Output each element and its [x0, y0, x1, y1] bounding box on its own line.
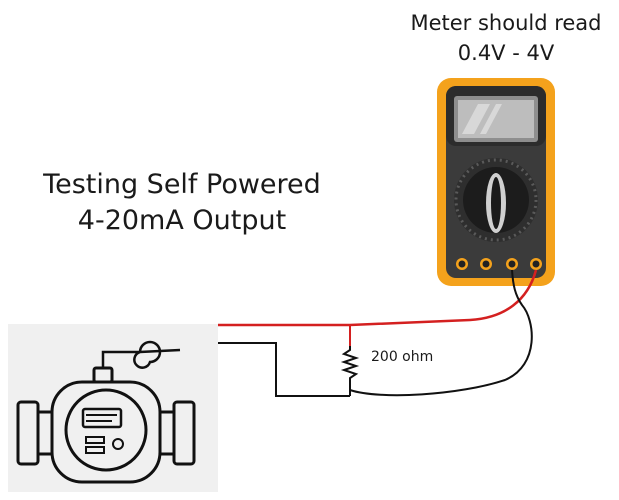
meter-reading-note: Meter should read 0.4V - 4V [392, 8, 619, 68]
negative-probe-lead [349, 269, 533, 397]
flow-meter-icon [16, 340, 196, 484]
negative-wire-device [218, 342, 350, 397]
meter-note-line-2: 0.4V - 4V [457, 41, 555, 65]
meter-note-line-1: Meter should read [410, 11, 602, 35]
diagram-title: Testing Self Powered 4-20mA Output [6, 167, 358, 239]
title-line-2: 4-20mA Output [77, 205, 287, 236]
multimeter-icon [437, 78, 555, 286]
resistor-label: 200 ohm [371, 349, 434, 365]
resistor-icon [340, 346, 360, 396]
title-line-1: Testing Self Powered [43, 169, 321, 200]
positive-wire [218, 269, 538, 327]
